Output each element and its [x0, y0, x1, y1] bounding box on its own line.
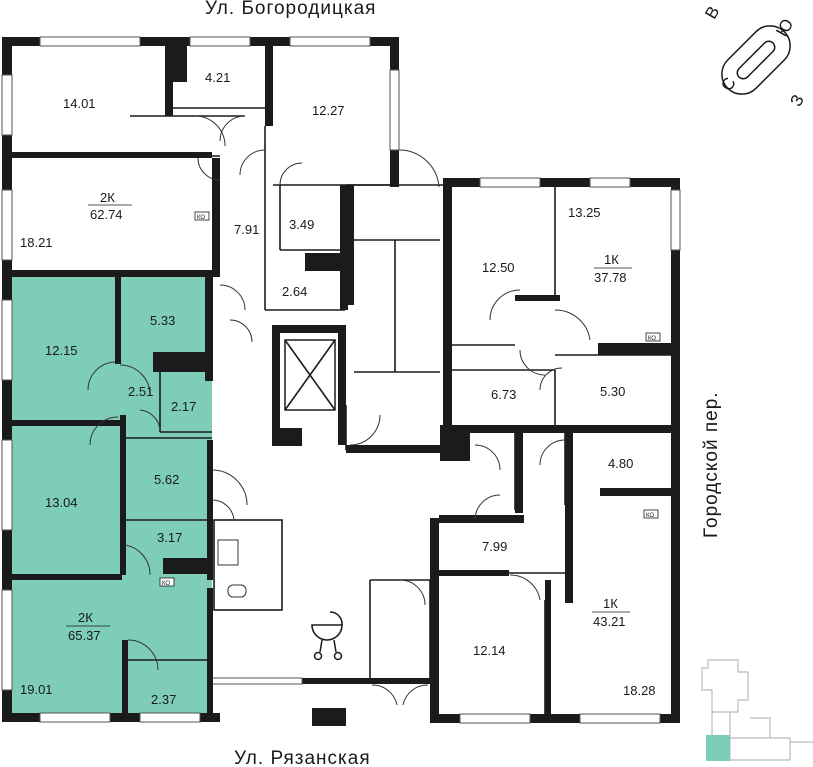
- doors: [87, 115, 591, 706]
- room-area-3-17: 3.17: [157, 530, 182, 545]
- windows: [1, 36, 681, 724]
- room-area-2-17: 2.17: [171, 399, 196, 414]
- apartment-type-right-lower: 1К: [603, 596, 618, 611]
- room-area-2-51: 2.51: [128, 384, 153, 399]
- room-area-5-33: 5.33: [150, 313, 175, 328]
- room-area-5-30: 5.30: [600, 384, 625, 399]
- room-area-19-01: 19.01: [20, 682, 53, 697]
- room-labels: 14.01 4.21 12.27 2К 62.74 7.91 3.49 18.2…: [20, 70, 656, 707]
- site-minimap: [701, 659, 813, 761]
- apartment-type-highlighted: 2К: [78, 610, 93, 625]
- apartment-total-right-upper: 37.78: [594, 270, 627, 285]
- room-area-12-14: 12.14: [473, 643, 506, 658]
- highlighted-apartment[interactable]: [12, 276, 212, 716]
- svg-text:КО: КО: [648, 336, 656, 342]
- room-area-3-49: 3.49: [289, 217, 314, 232]
- room-area-12-15: 12.15: [45, 343, 78, 358]
- room-area-6-73: 6.73: [491, 387, 516, 402]
- room-area-14-01: 14.01: [63, 96, 96, 111]
- apartment-total-top-left: 62.74: [90, 207, 123, 222]
- room-area-4-21: 4.21: [205, 70, 230, 85]
- room-area-13-25: 13.25: [568, 205, 601, 220]
- room-area-4-80: 4.80: [608, 456, 633, 471]
- street-right-label: Городской пер.: [701, 391, 722, 538]
- stroller-icon: [311, 611, 343, 661]
- svg-text:КО: КО: [162, 581, 170, 587]
- room-area-12-27: 12.27: [312, 103, 345, 118]
- room-area-5-62: 5.62: [154, 472, 179, 487]
- svg-text:КО: КО: [646, 513, 654, 519]
- svg-text:КО: КО: [197, 215, 205, 221]
- compass-icon: В Ю С З: [701, 3, 808, 110]
- room-area-18-28: 18.28: [623, 683, 656, 698]
- compass-south: Ю: [772, 16, 797, 40]
- staircase: [354, 239, 440, 373]
- street-bottom-label: Ул. Рязанская: [234, 748, 371, 767]
- apartment-type-top-left: 2К: [100, 190, 115, 205]
- room-area-7-99: 7.99: [482, 539, 507, 554]
- compass-west: З: [786, 91, 808, 109]
- room-area-12-50: 12.50: [482, 260, 515, 275]
- compass-east: В: [701, 3, 723, 22]
- room-area-2-37: 2.37: [151, 692, 176, 707]
- room-area-2-64: 2.64: [282, 284, 307, 299]
- street-top-label: Ул. Богородицкая: [205, 0, 376, 19]
- room-area-7-91: 7.91: [234, 222, 259, 237]
- room-area-18-21: 18.21: [20, 235, 53, 250]
- apartment-type-right-upper: 1К: [604, 252, 619, 267]
- compass-north: С: [717, 74, 740, 94]
- room-area-13-04: 13.04: [45, 495, 78, 510]
- interior-walls: [12, 46, 672, 716]
- apartment-total-right-lower: 43.21: [593, 614, 626, 629]
- apartment-total-highlighted: 65.37: [68, 628, 101, 643]
